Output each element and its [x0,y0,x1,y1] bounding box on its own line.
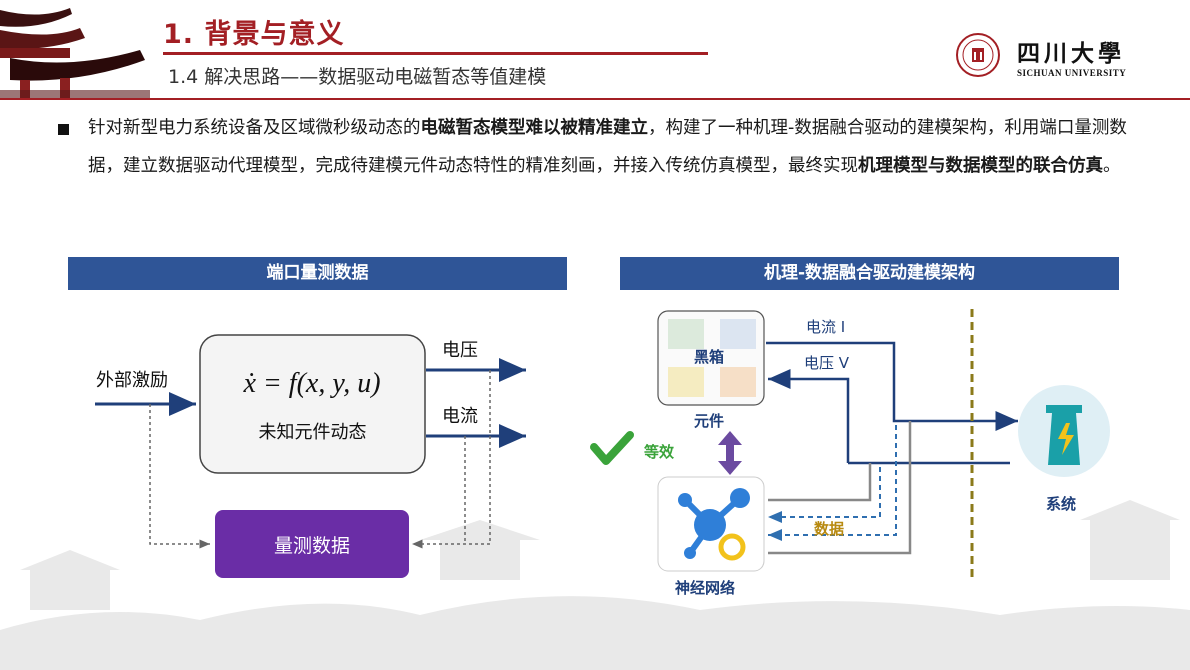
right-panel-banner: 机理-数据融合驱动建模架构 [620,257,1119,290]
page-subtitle: 1.4 解决思路——数据驱动电磁暂态等值建模 [168,66,547,88]
bullet-square [58,124,69,135]
input-excitation-label: 外部激励 [96,370,168,391]
fusion-architecture-diagram [590,309,1110,579]
unknown-dynamics-label: 未知元件动态 [258,422,367,443]
tower-icon [1018,385,1110,477]
unknown-dynamics-block [199,334,426,474]
left-panel-banner: 端口量测数据 [68,257,567,290]
campus-watermark [0,500,1190,670]
element-label: 元件 [694,412,725,430]
para-bold-1: 电磁暂态模型难以被精准建立 [420,118,649,138]
header-divider [0,98,1190,100]
measurement-data-box [215,510,409,578]
blackbox-label: 黑箱 [694,348,725,366]
current-label: 电流 I [806,318,846,336]
logo-english-name: SICHUAN UNIVERSITY [1017,68,1127,78]
output-current-label: 电流 [442,406,478,427]
neural-network-icon [657,476,765,572]
pavilion-roof-icon [0,0,150,100]
checkmark-icon [590,431,634,465]
para-text-3: 。 [1103,155,1121,176]
para-bold-2: 机理模型与数据模型的联合仿真 [858,155,1103,176]
para-text-1: 针对新型电力系统设备及区域微秒级动态的 [88,118,421,138]
para-text-2: ，构建了一种机理-数据融合驱动的建模架构，利用端口量测数据，建立数据驱动代理模型… [88,118,1127,176]
neural-network-label: 神经网络 [675,579,736,597]
equivalent-label: 等效 [644,443,675,461]
measurement-data-label: 量测数据 [273,535,350,557]
blackbox-icon [657,310,765,406]
description-paragraph: 针对新型电力系统设备及区域微秒级动态的电磁暂态模型难以被精准建立，构建了一种机理… [88,110,1148,185]
university-logo: 四川大學 SICHUAN UNIVERSITY [955,32,1135,82]
system-label: 系统 [1046,495,1077,513]
logo-chinese-name: 四川大學 [1017,40,1125,67]
voltage-label: 电压 V [804,354,850,372]
port-measurement-diagram: ẋ = f(x, y, u) [95,334,526,578]
title-underline [163,52,708,55]
data-label: 数据 [814,520,845,538]
double-arrow-icon [718,431,742,475]
page-title: 1. 背景与意义 [163,19,345,50]
seal-icon [956,33,1000,77]
output-voltage-label: 电压 [442,340,478,361]
state-equation: ẋ = f(x, y, u) [242,368,380,399]
